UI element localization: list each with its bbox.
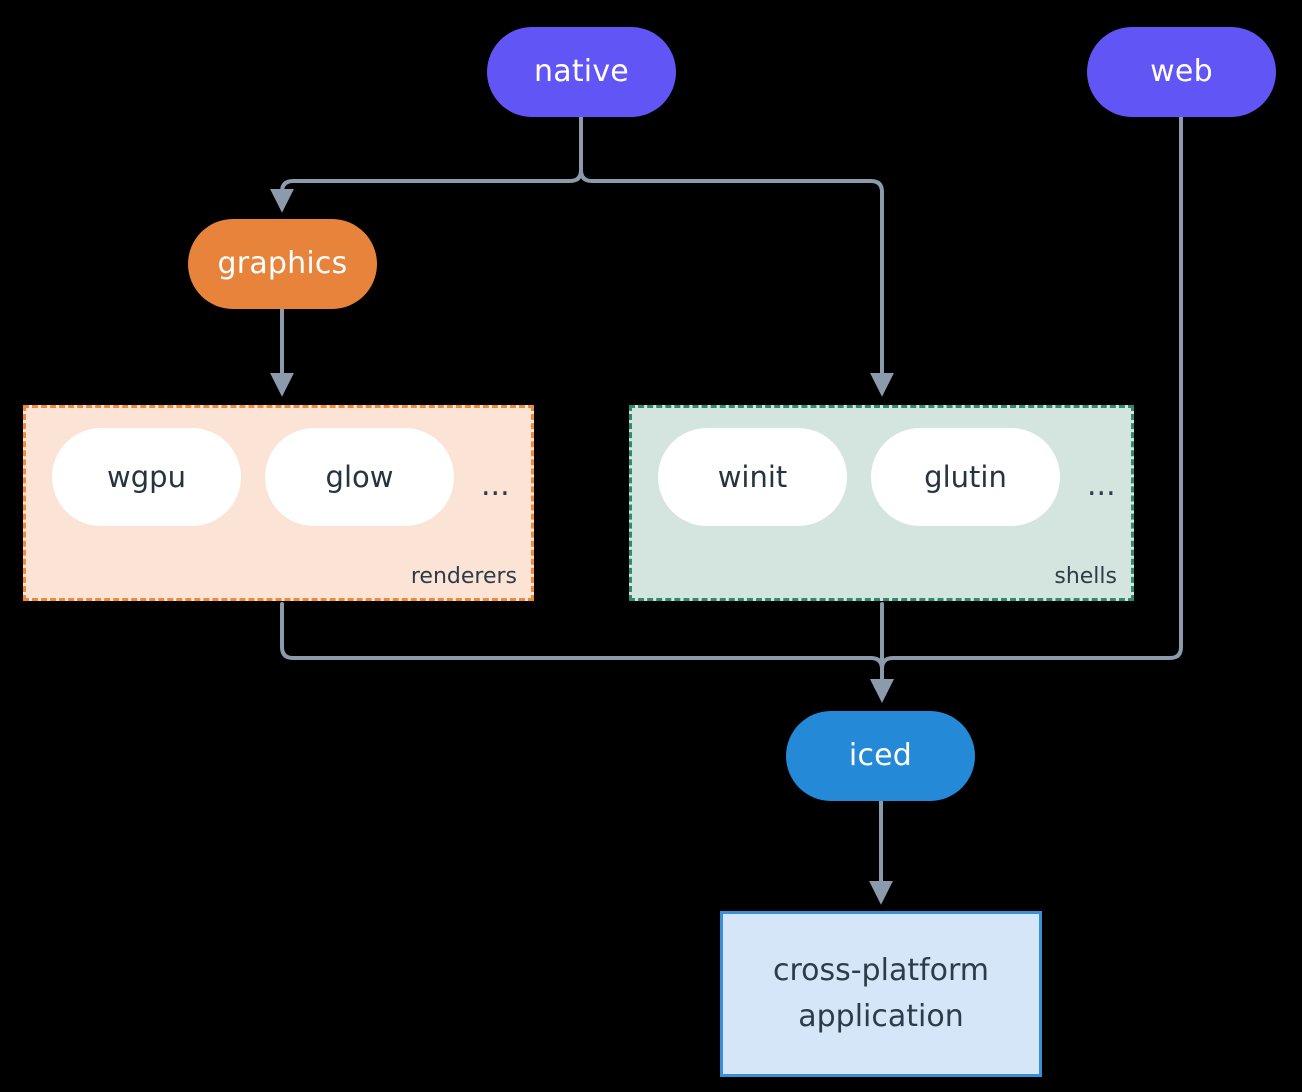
cluster-shells: winit glutin ... shells [629,405,1134,601]
edge-native-to-graphics [270,115,583,213]
cluster-shells-label: shells [1054,564,1117,589]
node-native[interactable]: native [487,27,676,117]
edge-native-to-shells [579,115,894,397]
node-glow-label: glow [325,460,394,494]
renderers-overflow-ellipsis: ... [481,468,510,503]
node-application[interactable]: cross-platform application [720,911,1042,1077]
node-iced[interactable]: iced [786,711,975,801]
node-web[interactable]: web [1087,27,1276,117]
node-winit[interactable]: winit [658,428,847,526]
node-wgpu[interactable]: wgpu [52,428,241,526]
node-graphics-label: graphics [217,246,348,282]
node-iced-label: iced [848,738,913,774]
node-native-label: native [534,54,629,90]
cluster-renderers: wgpu glow ... renderers [23,405,534,601]
node-winit-label: winit [717,460,788,494]
node-glow[interactable]: glow [265,428,454,526]
node-glutin[interactable]: glutin [871,428,1060,526]
node-glutin-label: glutin [924,460,1007,494]
node-wgpu-label: wgpu [107,460,186,494]
edge-renderers-to-iced [280,602,894,703]
node-application-label-line2: application [798,999,964,1034]
node-graphics[interactable]: graphics [188,219,377,309]
cluster-renderers-label: renderers [410,564,517,589]
node-application-label-line1: cross-platform [772,952,990,988]
shells-overflow-ellipsis: ... [1087,468,1116,503]
node-web-label: web [1150,54,1213,90]
